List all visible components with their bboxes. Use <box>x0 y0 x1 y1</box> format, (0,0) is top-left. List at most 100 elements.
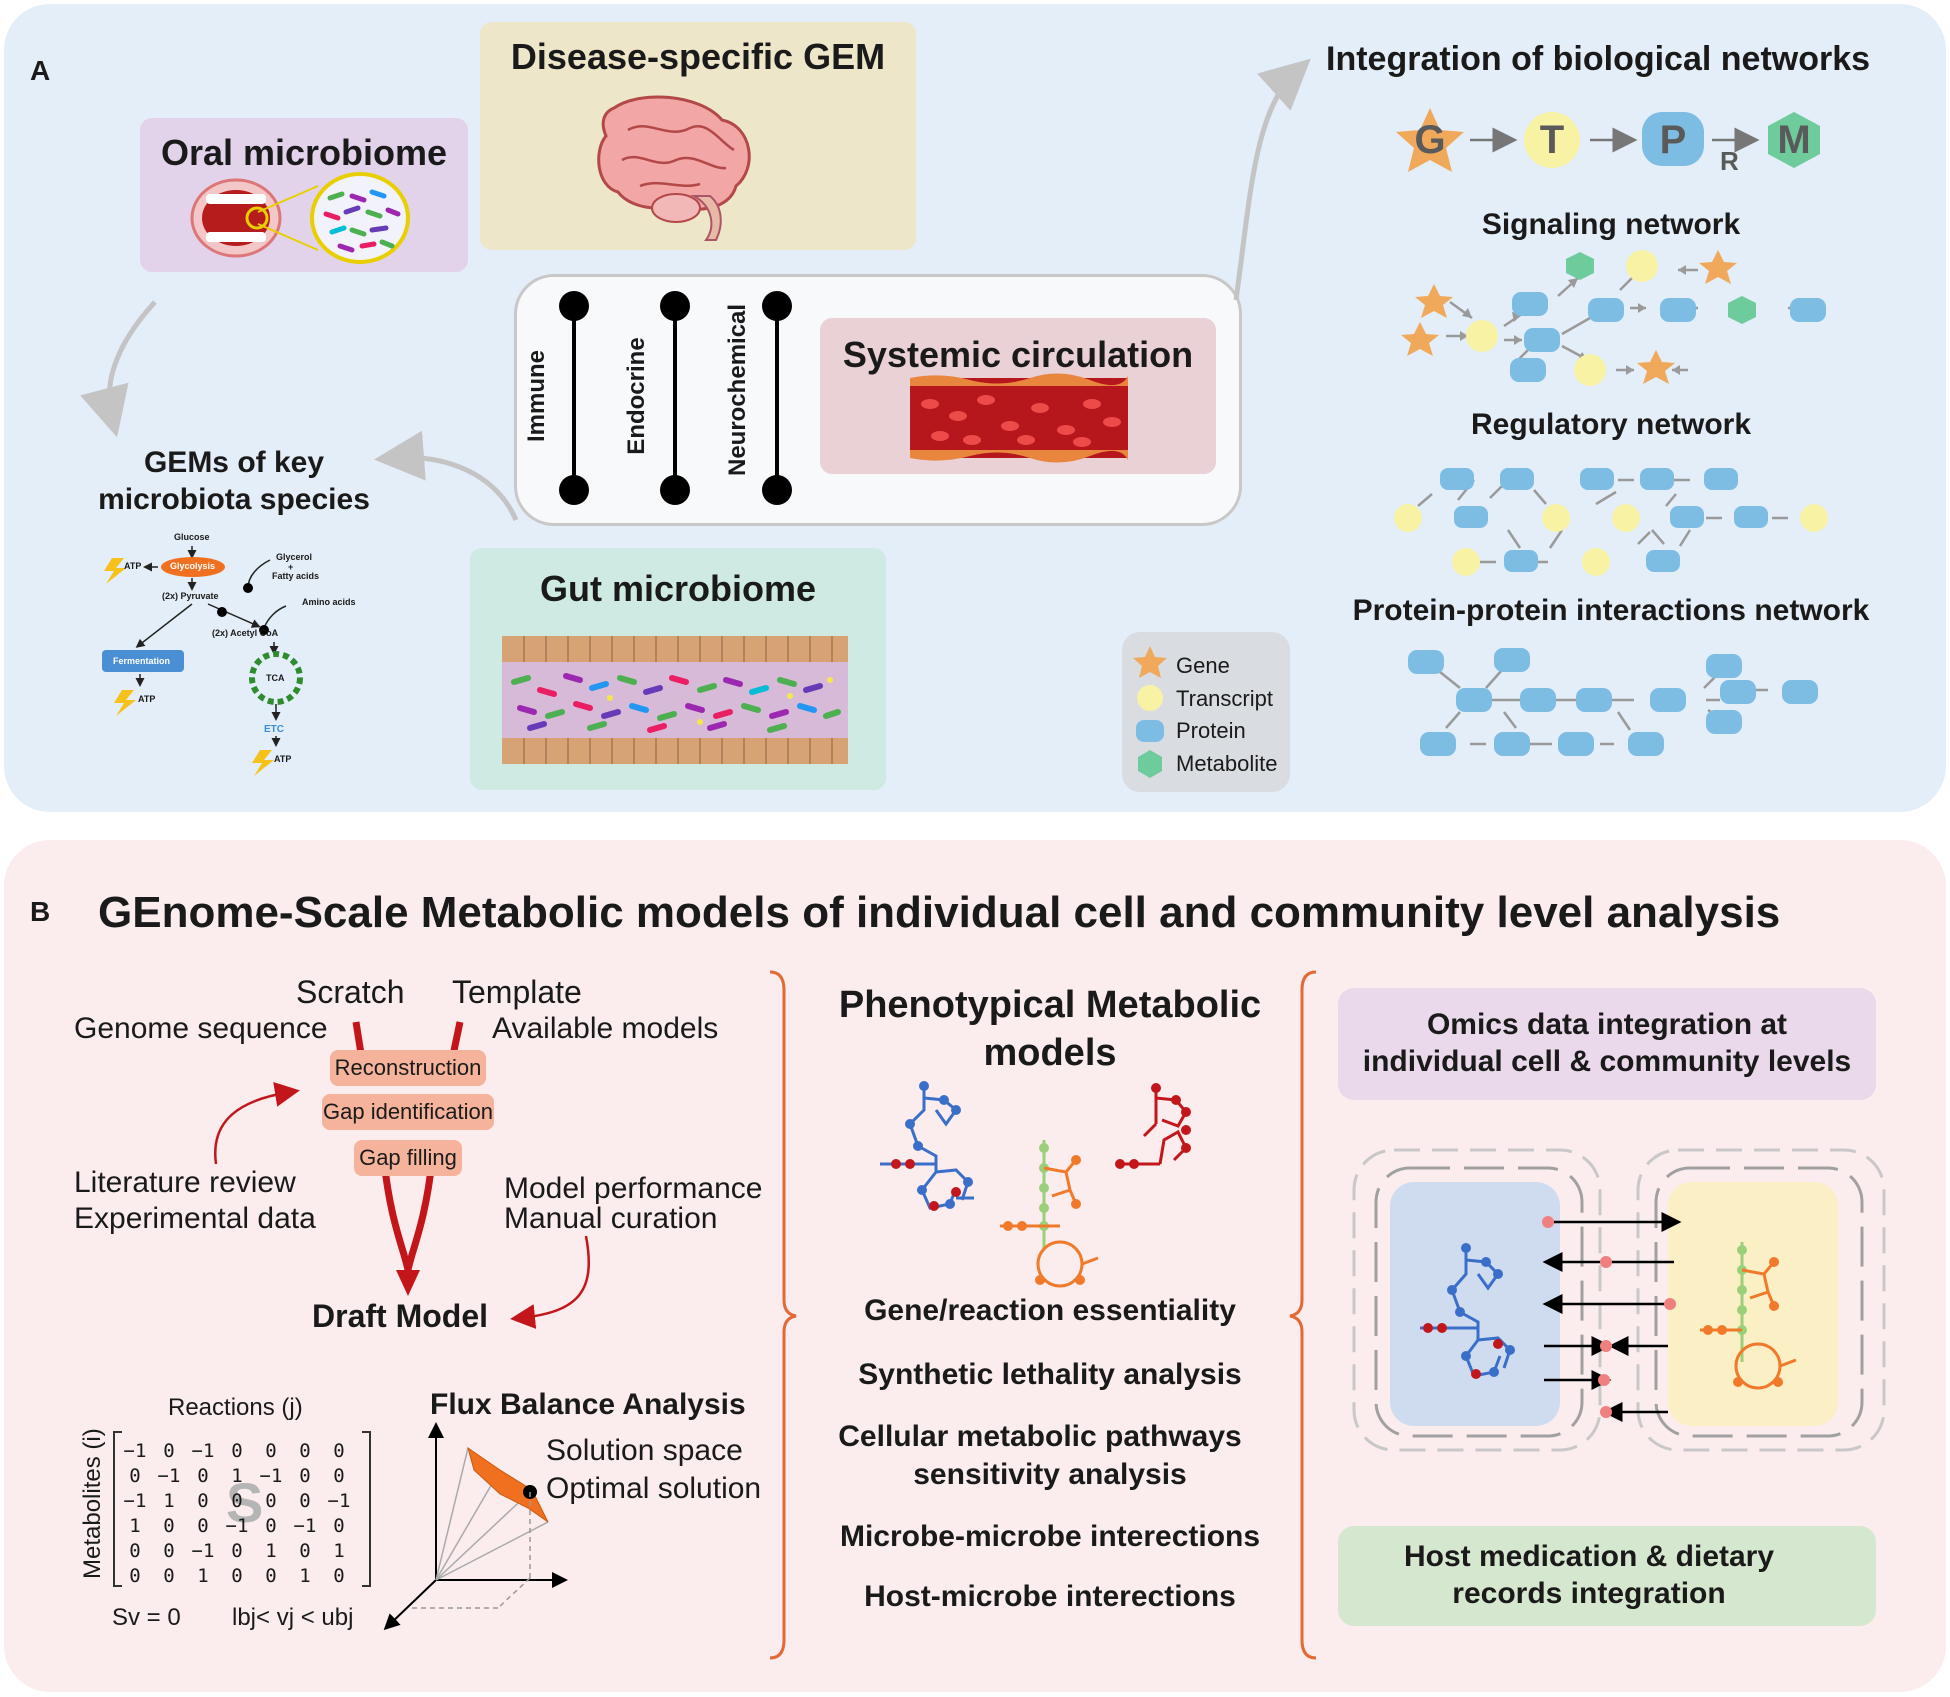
oral-microbiome-box <box>140 118 468 272</box>
matrix-cell: 0 <box>197 1465 209 1487</box>
gtpm-gene: G <box>1414 118 1446 162</box>
pathway-pyruvate: (2x) Pyruvate <box>162 591 219 601</box>
analysis-pathways-line2: sensitivity analysis <box>913 1458 1187 1491</box>
matrix-cell: −1 <box>259 1465 283 1487</box>
regulatory-network-title: Regulatory network <box>1470 408 1752 441</box>
matrix-s-letter: S <box>226 1471 264 1534</box>
draft-model-label: Draft Model <box>312 1298 488 1334</box>
matrix-cell: 0 <box>163 1540 175 1562</box>
omics-title-line1: Omics data integration at <box>1426 1008 1788 1041</box>
ppi-network-title: Protein-protein interactions network <box>1352 594 1870 627</box>
pathway-etc: ETC <box>264 724 284 735</box>
omics-box <box>1338 988 1876 1100</box>
matrix-cell: 1 <box>333 1540 345 1562</box>
step-reconstruction-label: Reconstruction <box>334 1055 482 1080</box>
matrix-cell: 0 <box>197 1490 209 1512</box>
step-gap-filling <box>354 1140 462 1176</box>
pathway-acetyl-coa: (2x) Acetyl CoA <box>212 628 279 638</box>
optimal-solution-label: Optimal solution <box>546 1472 762 1505</box>
pathway-atp-2: ATP <box>138 694 156 704</box>
networks-title: Integration of biological networks <box>1326 40 1871 78</box>
bounds-equation: lbj< vj < ubj <box>232 1604 354 1631</box>
experimental-data-label: Experimental data <box>74 1202 316 1235</box>
genome-sequence-label: Genome sequence <box>74 1012 328 1045</box>
matrix-cell: 0 <box>163 1565 175 1587</box>
matrix-cell: −1 <box>123 1490 147 1512</box>
fba-title: Flux Balance Analysis <box>430 1388 746 1421</box>
systemic-circulation-title: Systemic circulation <box>842 334 1194 375</box>
gut-microbiome-title: Gut microbiome <box>539 568 817 609</box>
pathway-glucose: Glucose <box>174 532 210 542</box>
matrix-cell: 0 <box>333 1515 345 1537</box>
pathway-plus: + <box>288 562 294 572</box>
matrix-cell: 0 <box>231 1440 243 1462</box>
panel-b-label: B <box>30 896 51 927</box>
sv-equation: Sv = 0 <box>112 1604 181 1631</box>
matrix-cell: 0 <box>265 1440 277 1462</box>
pathway-fermentation: Fermentation <box>113 656 171 666</box>
analysis-synthetic-lethality: Synthetic lethality analysis <box>858 1358 1242 1391</box>
phenotypical-title-line1: Phenotypical Metabolic <box>838 984 1262 1026</box>
matrix-cell: 0 <box>231 1490 243 1512</box>
step-gap-filling-label: Gap filling <box>359 1145 457 1170</box>
host-box <box>1338 1526 1876 1626</box>
analysis-host-microbe: Host-microbe interections <box>864 1580 1236 1613</box>
matrix-cell: −1 <box>157 1465 181 1487</box>
solution-space-label: Solution space <box>546 1434 743 1467</box>
matrix-cell: 1 <box>299 1565 311 1587</box>
model-performance-label: Model performance <box>504 1172 763 1205</box>
analysis-pathways-line1: Cellular metabolic pathways <box>838 1420 1242 1453</box>
matrix-cell: 0 <box>333 1565 345 1587</box>
legend-metabolite: Metabolite <box>1176 751 1278 776</box>
legend-gene: Gene <box>1176 653 1230 678</box>
matrix-cell: 0 <box>129 1465 141 1487</box>
pathway-fatty-acids: Fatty acids <box>272 571 320 581</box>
gems-title-line2: microbiota species <box>98 483 370 516</box>
pathway-tca: TCA <box>266 673 285 683</box>
matrix-cell: −1 <box>327 1490 351 1512</box>
literature-review-label: Literature review <box>74 1166 296 1199</box>
matrix-cell: 0 <box>265 1565 277 1587</box>
matrix-cell: 0 <box>163 1515 175 1537</box>
gtpm-protein: P <box>1659 118 1687 162</box>
oral-microbiome-title: Oral microbiome <box>160 132 448 173</box>
matrix-cell: 0 <box>197 1515 209 1537</box>
matrix-cell: 0 <box>299 1440 311 1462</box>
matrix-cell: −1 <box>123 1440 147 1462</box>
matrix-cell: 0 <box>231 1565 243 1587</box>
analysis-microbe-microbe: Microbe-microbe interections <box>839 1520 1261 1553</box>
matrix-cell: −1 <box>191 1440 215 1462</box>
host-title-line2: records integration <box>1452 1577 1726 1610</box>
legend-transcript: Transcript <box>1176 686 1273 711</box>
template-label: Template <box>452 974 582 1010</box>
pathway-atp-1: ATP <box>124 561 142 571</box>
matrix-cell: 0 <box>231 1540 243 1562</box>
step-reconstruction <box>330 1050 486 1086</box>
matrix-cell: 0 <box>333 1440 345 1462</box>
pathway-glycolysis: Glycolysis <box>170 561 216 571</box>
manual-curation-label: Manual curation <box>504 1202 718 1235</box>
phenotypical-title-line2: models <box>983 1032 1117 1074</box>
matrix-cell: 0 <box>163 1440 175 1462</box>
matrix-cell: 0 <box>299 1490 311 1512</box>
matrix-cell: 1 <box>129 1515 141 1537</box>
panel-a-label: A <box>30 55 51 86</box>
matrix-cell: 1 <box>163 1490 175 1512</box>
signaling-network-title: Signaling network <box>1481 208 1741 241</box>
reactions-label: Reactions (j) <box>168 1394 303 1421</box>
matrix-cell: 0 <box>333 1465 345 1487</box>
matrix-cell: 0 <box>299 1540 311 1562</box>
omics-title-line2: individual cell & community levels <box>1362 1045 1852 1078</box>
